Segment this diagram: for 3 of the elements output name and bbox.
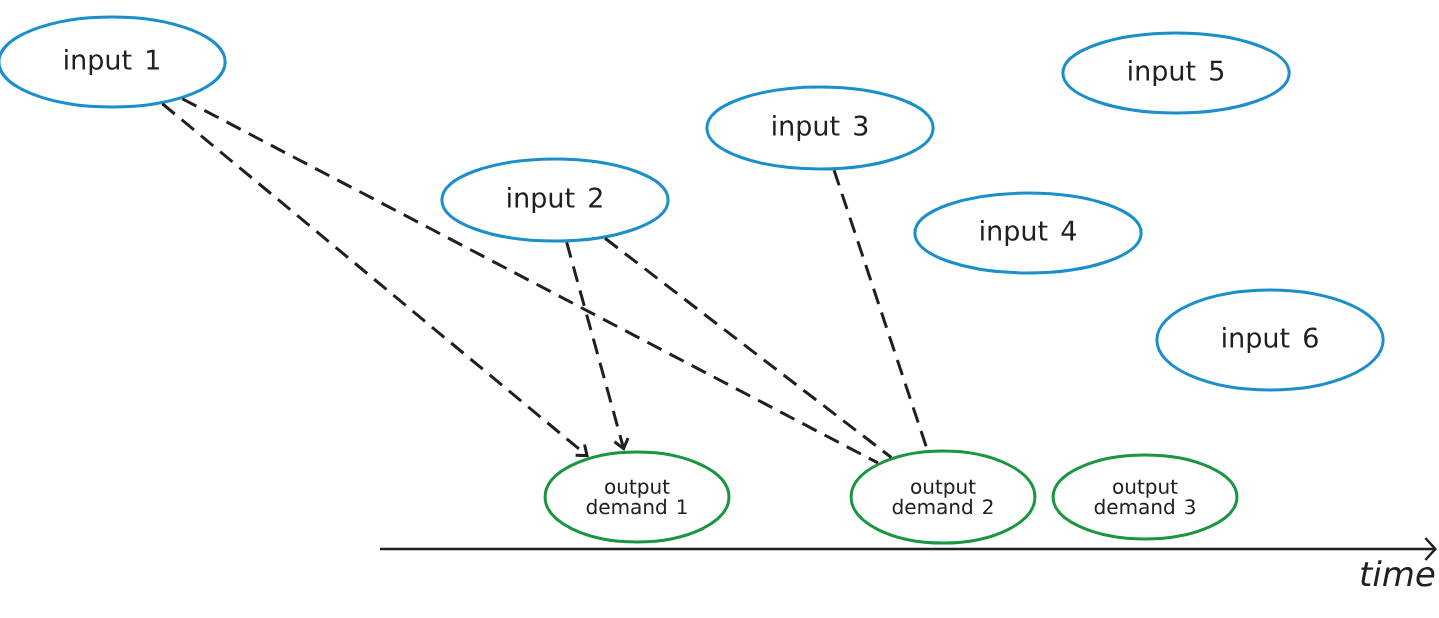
dashed-arrow xyxy=(161,102,589,458)
axis-label: time xyxy=(1361,560,1435,587)
dashed-arrow xyxy=(565,241,630,451)
